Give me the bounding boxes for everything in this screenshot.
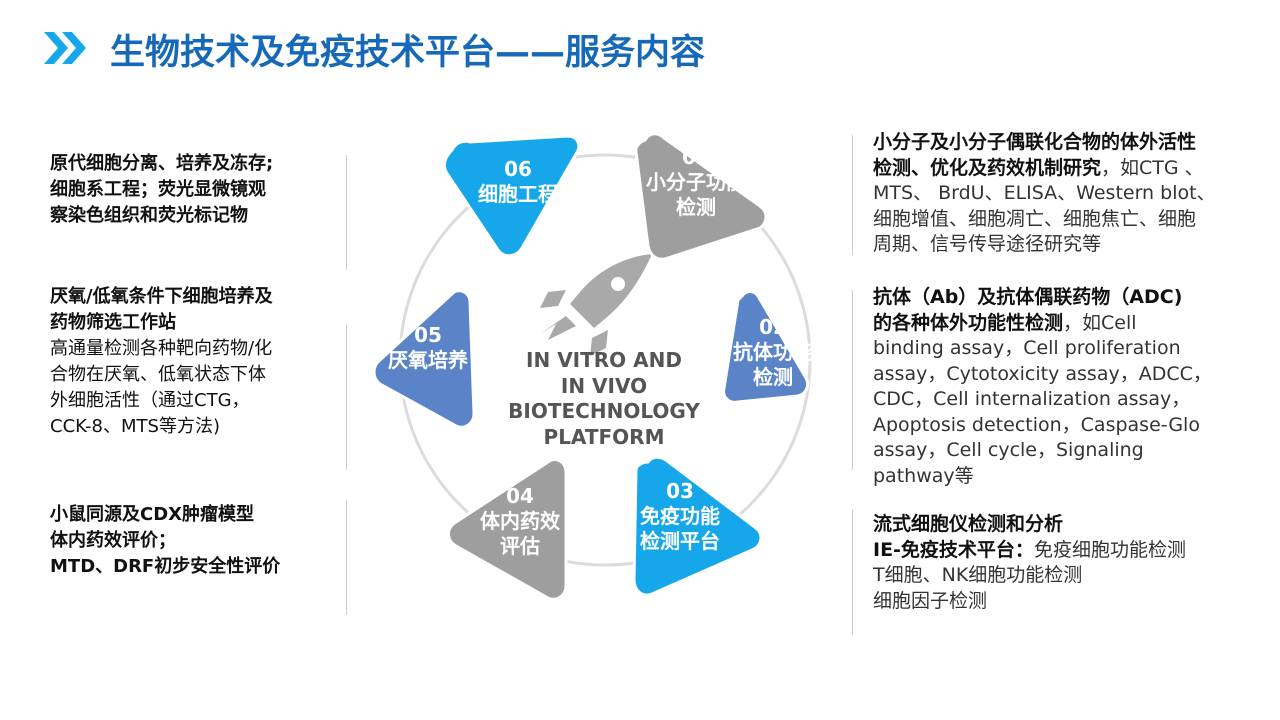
left-2-bold-line-1: 厌氧/低氧条件下细胞培养及 [50,286,273,307]
center-platform-text: IN VITRO AND IN VIVO BIOTECHNOLOGY PLATF… [494,348,714,450]
left-3-line-3: MTD、DRF初步安全性评价 [50,556,281,577]
double-chevron-right-icon [44,32,86,64]
node-05-number: 05 [414,323,442,347]
node-05-label: 05 厌氧培养 [376,322,480,373]
node-04-number: 04 [506,484,534,508]
right-1-bold-2: 检测、优化及药效机制研究 [873,156,1102,179]
right-text-block-3: 流式细胞仪检测和分析 IE-免疫技术平台：免疫细胞功能检测 T细胞、NK细胞功能… [873,512,1248,614]
node-06-label: 06 细胞工程 [466,156,570,207]
node-02-number: 02 [759,315,787,339]
left-text-block-2: 厌氧/低氧条件下细胞培养及 药物筛选工作站 高通量检测各种靶向药物/化 合物在厌… [50,284,273,440]
left-2-bold-line-2: 药物筛选工作站 [50,312,176,333]
right-1-line-1: MTS、 BrdU、ELISA、Western blot、 [873,182,1216,204]
node-06-line-1: 细胞工程 [478,182,558,206]
left-2-line-1: 高通量检测各种靶向药物/化 [50,338,273,359]
node-01-label: 01 小分子功能 检测 [636,144,756,220]
right-3-bold-2: IE-免疫技术平台： [873,538,1034,561]
node-01-line-2: 检测 [676,195,716,219]
right-1-rest: ，如CTG 、 [1101,156,1204,179]
center-line-2: IN VIVO [560,373,648,398]
right-2-line-5: assay，Cell cycle，Signaling [873,439,1144,461]
left-1-line-2: 细胞系工程；荧光显微镜观 [50,179,266,200]
node-02-label: 02 抗体功能 检测 [718,314,828,390]
right-3-line-1: T细胞、NK细胞功能检测 [873,564,1083,586]
right-2-rest: ，如Cell [1063,311,1137,334]
right-3-rest: 免疫细胞功能检测 [1033,538,1186,561]
node-05-shape [372,289,476,429]
right-divider-1 [852,135,853,255]
center-line-1: IN VITRO AND [526,348,682,372]
left-divider-3 [346,500,347,615]
right-3-bold-1: 流式细胞仪检测和分析 [873,513,1064,535]
right-divider-3 [852,510,853,635]
page-title: 生物技术及免疫技术平台——服务内容 [110,33,706,73]
left-divider-1 [346,155,347,270]
node-03-shape [632,455,763,597]
left-3-line-2: 体内药效评价； [50,530,176,551]
center-line-4: PLATFORM [543,424,665,449]
left-text-block-3: 小鼠同源及CDX肿瘤模型 体内药效评价； MTD、DRF初步安全性评价 [50,502,280,580]
node-01-line-1: 小分子功能 [646,170,746,194]
node-03-line-1: 免疫功能 [640,504,720,528]
right-2-line-1: binding assay，Cell proliferation [873,337,1181,359]
node-04-line-1: 体内药效 [480,509,560,533]
left-text-block-1: 原代细胞分离、培养及冻存; 细胞系工程；荧光显微镜观 察染色组织和荧光标记物 [50,151,273,229]
left-3-line-1: 小鼠同源及CDX肿瘤模型 [50,504,255,525]
right-2-line-2: assay，Cytotoxicity assay，ADCC， [873,362,1212,385]
right-1-line-2: 细胞增值、细胞凋亡、细胞焦亡、细胞 [873,207,1197,230]
node-03-number: 03 [666,479,694,503]
node-06-shape [442,134,581,258]
left-1-line-3: 察染色组织和荧光标记物 [50,205,248,226]
right-2-bold-1: 抗体（Ab）及抗体偶联药物（ADC) [873,286,1183,308]
left-2-line-2: 合物在厌氧、低氧状态下体 [50,364,266,385]
right-1-line-3: 周期、信号传导途径研究等 [873,233,1102,255]
node-01-number: 01 [682,145,710,169]
node-03-label: 03 免疫功能 检测平台 [628,478,732,554]
right-1-bold-1: 小分子及小分子偶联化合物的体外活性 [873,131,1197,153]
right-3-line-2: 细胞因子检测 [873,589,988,612]
node-04-line-2: 评估 [500,534,540,558]
right-text-block-1: 小分子及小分子偶联化合物的体外活性 检测、优化及药效机制研究，如CTG 、 MT… [873,130,1248,258]
node-04-label: 04 体内药效 评估 [468,483,572,559]
rocket-icon [540,254,652,356]
node-02-line-2: 检测 [753,365,793,389]
right-2-bold-2: 的各种体外功能性检测 [873,311,1064,334]
node-01-shape [634,132,768,261]
node-03-line-2: 检测平台 [640,529,720,553]
right-2-line-4: Apoptosis detection，Caspase-Glo [873,413,1200,436]
center-line-3: BIOTECHNOLOGY [508,399,700,423]
node-02-shape [722,290,810,404]
node-02-line-1: 抗体功能 [733,340,813,364]
node-06-number: 06 [504,157,532,181]
right-text-block-2: 抗体（Ab）及抗体偶联药物（ADC) 的各种体外功能性检测，如Cell bind… [873,285,1248,489]
node-05-line-1: 厌氧培养 [388,348,468,372]
right-2-line-6: pathway等 [873,464,974,487]
right-divider-2 [852,290,853,470]
left-1-line-1: 原代细胞分离、培养及冻存; [50,153,274,174]
left-2-line-3: 外细胞活性（通过CTG， [50,390,250,411]
left-2-line-4: CCK-8、MTS等方法) [50,416,220,437]
left-divider-2 [346,325,347,470]
right-2-line-3: CDC，Cell internalization assay， [873,388,1191,410]
node-04-shape [447,458,568,601]
